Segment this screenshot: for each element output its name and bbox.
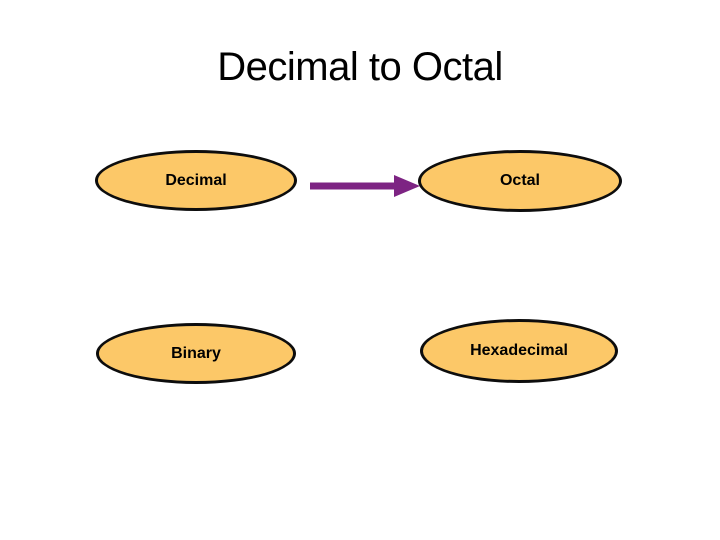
node-binary: Binary bbox=[96, 323, 296, 384]
node-hexadecimal-label: Hexadecimal bbox=[470, 342, 568, 359]
node-octal: Octal bbox=[418, 150, 622, 212]
node-octal-label: Octal bbox=[499, 172, 540, 189]
node-decimal-label: Decimal bbox=[165, 171, 227, 189]
node-binary-label: Binary bbox=[171, 344, 221, 362]
arrow-decimal-to-octal bbox=[310, 175, 420, 197]
node-decimal: Decimal bbox=[95, 150, 297, 211]
node-hexadecimal: Hexadecimal bbox=[420, 319, 618, 383]
arrow-head-icon bbox=[394, 175, 420, 197]
slide-title: Decimal to Octal bbox=[217, 45, 503, 89]
